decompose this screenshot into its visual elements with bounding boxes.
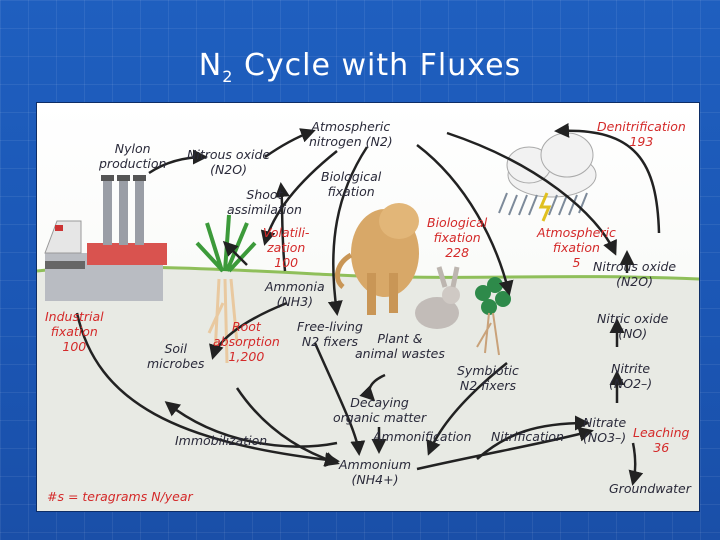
label-plant-animal-wastes: Plant &animal wastes (355, 331, 445, 361)
clover-illustration (475, 277, 511, 356)
flow-arrows (75, 122, 661, 486)
diagram-artwork (37, 103, 699, 511)
lion-illustration (334, 203, 419, 315)
label-groundwater: Groundwater (609, 481, 691, 496)
label-ammonification: Ammonification (373, 429, 472, 444)
units-note: #s = teragrams N/year (47, 489, 193, 504)
label-nitrous-oxide-top: Nitrous oxide(N2O) (187, 147, 271, 177)
label-nitrite: Nitrite(NO2–) (609, 361, 653, 391)
label-nitric-oxide: Nitric oxide(NO) (597, 311, 669, 341)
label-ammonium: Ammonium(NH4+) (339, 457, 412, 487)
storm-cloud-illustration (498, 132, 597, 222)
rabbit-illustration (415, 266, 460, 329)
label-ammonia: Ammonia(NH3) (265, 279, 325, 309)
slide-title: N2 Cycle with Fluxes (198, 48, 522, 86)
factory-illustration (44, 175, 167, 301)
label-nitrous-oxide-right: Nitrous oxide(N2O) (593, 259, 677, 289)
label-nitrification: Nitrification (491, 429, 564, 444)
label-nitrate: Nitrate(NO3–) (583, 415, 627, 445)
label-immobilization: Immobilization (175, 433, 268, 448)
